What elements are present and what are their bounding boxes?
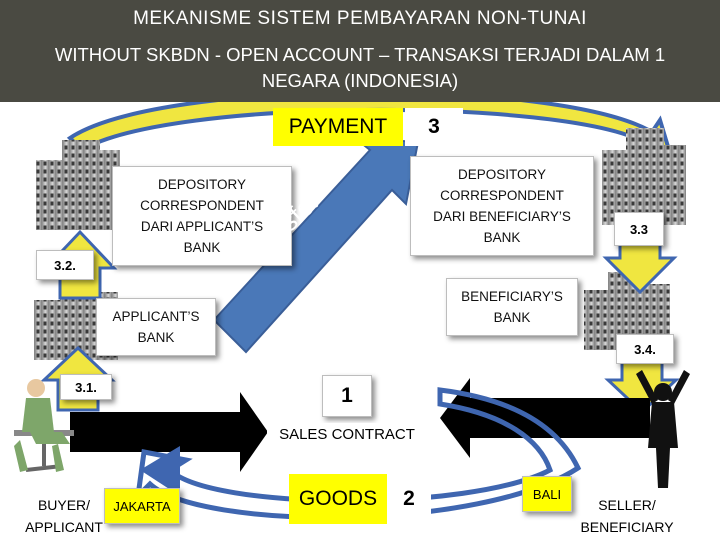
- buyer-label-line-2: APPLICANT: [25, 519, 103, 535]
- sales-arrow-left: [440, 378, 650, 458]
- city-bali: BALI: [522, 476, 572, 512]
- step-label-3-1: 3.1.: [60, 374, 112, 400]
- applicant-bank-line-2: BANK: [137, 330, 175, 345]
- seller-label-line-2: BENEFICIARY: [580, 519, 674, 535]
- dep-beneficiary-line-3: DARI BENEFICIARY’S: [433, 209, 571, 224]
- dep-beneficiary-line-2: CORRESPONDENT: [440, 188, 564, 203]
- dep-applicant-line-2: CORRESPONDENT: [140, 198, 264, 213]
- step-label-3-4: 3.4.: [616, 334, 674, 364]
- applicant-bank-line-1: APPLICANT’S: [112, 309, 200, 324]
- box-dep-beneficiary: DEPOSITORY CORRESPONDENT DARI BENEFICIAR…: [410, 156, 594, 256]
- dep-applicant-line-1: DEPOSITORY: [157, 177, 246, 192]
- box-beneficiary-bank: BENEFICIARY’S BANK: [446, 278, 578, 336]
- dep-beneficiary-line-4: BANK: [483, 230, 521, 245]
- step-label-3-3: 3.3: [614, 212, 664, 246]
- goods-step-number: 2: [387, 474, 431, 524]
- page-title: MEKANISME SISTEM PEMBAYARAN NON-TUNAI: [133, 8, 587, 29]
- subtitle-line-2: NEGARA (INDONESIA): [261, 70, 459, 91]
- header-banner: MEKANISME SISTEM PEMBAYARAN NON-TUNAI WI…: [0, 0, 720, 102]
- buyer-figure: [14, 379, 74, 472]
- seller-label-line-1: SELLER/: [598, 497, 656, 513]
- payment-label: PAYMENT: [273, 108, 403, 146]
- payment-step-number: 3: [405, 108, 463, 146]
- sales-arrow-right: [70, 392, 268, 472]
- buyer-label: BUYER/ APPLICANT: [14, 494, 114, 538]
- sales-contract-label: SALES CONTRACT: [267, 423, 427, 445]
- building-dep-beneficiary: [602, 128, 686, 225]
- page-subtitle: WITHOUT SKBDN - OPEN ACCOUNT – TRANSAKSI…: [0, 42, 720, 94]
- seller-figure: [636, 370, 690, 488]
- dep-applicant-line-3: DARI APPLICANT’S: [140, 219, 264, 234]
- box-applicant-bank: APPLICANT’S BANK: [96, 298, 216, 356]
- beneficiary-bank-line-1: BENEFICIARY’S: [461, 289, 563, 304]
- city-jakarta: JAKARTA: [104, 488, 180, 524]
- goods-curve-head: [140, 446, 180, 496]
- beneficiary-bank-line-2: BANK: [493, 310, 531, 325]
- contract-step-number: 1: [322, 375, 372, 417]
- goods-label: GOODS: [289, 474, 387, 524]
- step-label-3-2: 3.2.: [36, 250, 94, 280]
- dep-applicant-line-4: BANK: [183, 240, 221, 255]
- dep-beneficiary-line-1: DEPOSITORY: [457, 167, 546, 182]
- seller-label: SELLER/ BENEFICIARY: [570, 494, 684, 538]
- box-dep-applicant: DEPOSITORY CORRESPONDENT DARI APPLICANT’…: [112, 166, 292, 266]
- buyer-label-line-1: BUYER/: [37, 497, 91, 513]
- subtitle-line-1: WITHOUT SKBDN - OPEN ACCOUNT – TRANSAKSI…: [54, 44, 666, 65]
- building-dep-applicant: [36, 140, 120, 230]
